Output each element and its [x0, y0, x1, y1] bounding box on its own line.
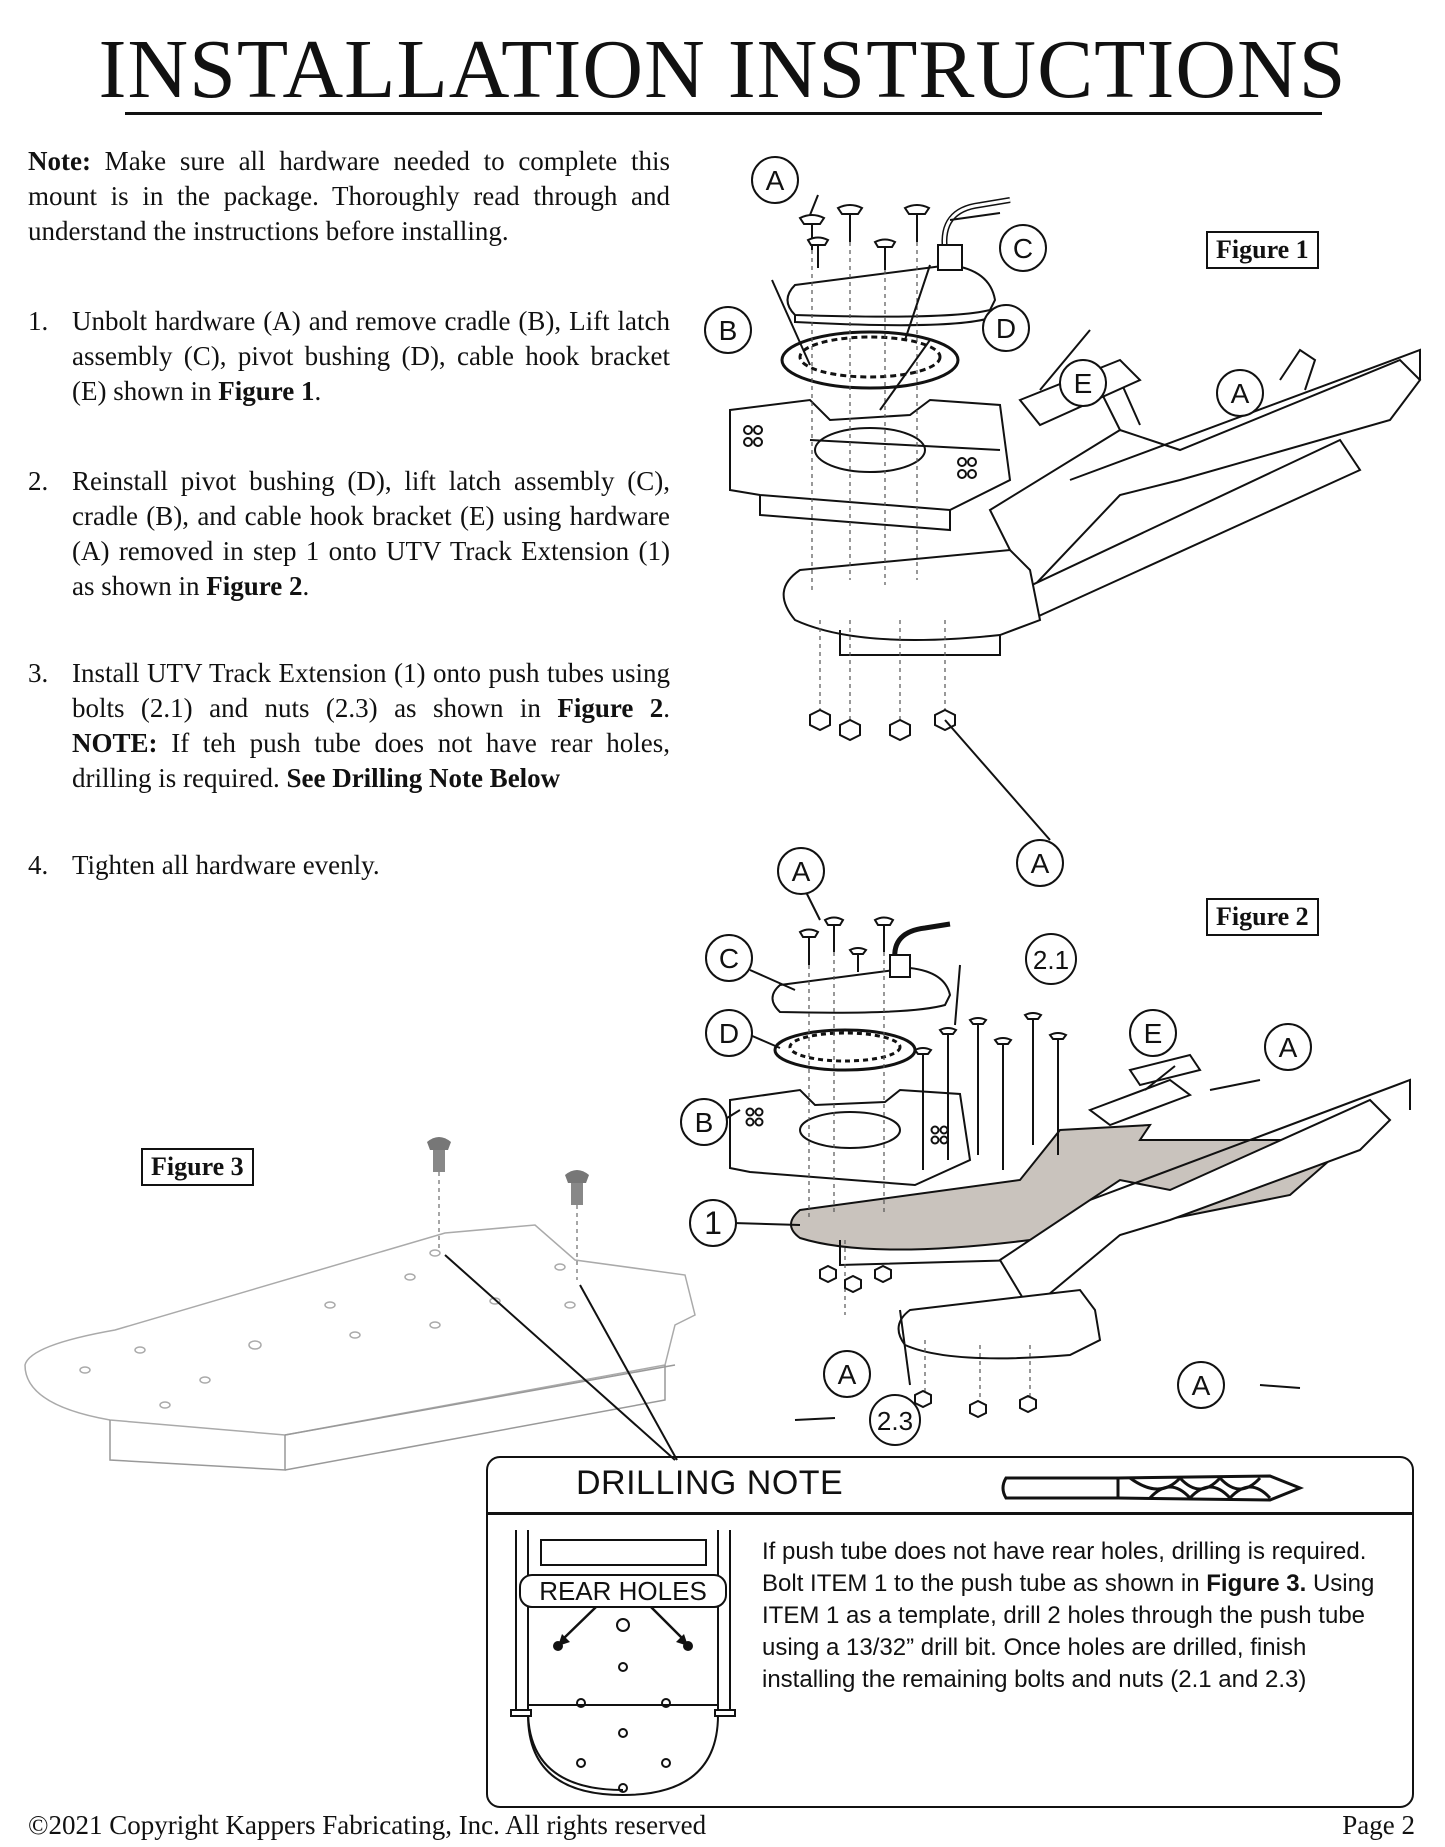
step-3: 3. Install UTV Track Extension (1) onto … — [28, 656, 670, 796]
figure-2-label: Figure 2 — [1206, 898, 1319, 936]
step-text: . — [663, 693, 670, 723]
title-underline — [125, 112, 1322, 115]
figure-ref: Figure 1 — [218, 376, 315, 406]
drilling-note-title: DRILLING NOTE — [576, 1464, 844, 1502]
callout-label: B — [719, 315, 738, 346]
callout-label: E — [1074, 368, 1093, 399]
copyright-notice: ©2021 Copyright Kappers Fabricating, Inc… — [28, 1810, 707, 1840]
callout-label: E — [1144, 1018, 1163, 1049]
drilling-note-ref: See Drilling Note Below — [286, 763, 561, 793]
step-2: 2. Reinstall pivot bushing (D), lift lat… — [28, 464, 670, 604]
callout-label: 2.3 — [877, 1406, 913, 1436]
step-4: 4. Tighten all hardware evenly. — [28, 848, 670, 883]
drilling-note-text-part: Using ITEM 1 as a template, drill 2 hole… — [762, 1570, 1375, 1693]
step-text: . — [302, 571, 310, 601]
page-title: INSTALLATION INSTRUCTIONS — [98, 23, 1347, 116]
callout-label: B — [695, 1107, 714, 1138]
step-text: Tighten all hardware evenly. — [72, 850, 380, 880]
figure-2-callouts — [680, 847, 1312, 1446]
figure-ref: Figure 2 — [557, 693, 664, 723]
page-number: Page 2 — [1342, 1810, 1415, 1840]
rear-holes-label: REAR HOLES — [539, 1576, 707, 1606]
step-number: 1. — [28, 306, 49, 336]
callout-label: A — [766, 165, 785, 196]
callout-label: D — [719, 1018, 739, 1049]
step-1: 1. Unbolt hardware (A) and remove cradle… — [28, 304, 670, 409]
drilling-note-divider — [488, 1512, 1412, 1515]
figure-3-label: Figure 3 — [141, 1148, 254, 1186]
intro-note-label: Note: — [28, 146, 91, 176]
step-text: If teh push tube does not have rear hole… — [72, 728, 670, 793]
step-number: 4. — [28, 850, 49, 880]
callout-label: D — [996, 313, 1016, 344]
callout-label: 1 — [704, 1205, 722, 1241]
step-text: Unbolt hardware (A) and remove cradle (B… — [72, 306, 670, 406]
callout-label: A — [1031, 848, 1050, 879]
callout-label: A — [1279, 1032, 1298, 1063]
callout-label: A — [792, 856, 811, 887]
step-number: 3. — [28, 658, 49, 688]
intro-note-text: Make sure all hardware needed to complet… — [28, 146, 670, 246]
figure-1-diagram: A C B D E A A — [704, 156, 1422, 887]
callout-label: A — [838, 1359, 857, 1390]
bolt-group — [798, 204, 931, 270]
step-number: 2. — [28, 466, 49, 496]
intro-note: Note: Make sure all hardware needed to c… — [28, 144, 670, 249]
figure-ref: Figure 2 — [206, 571, 303, 601]
drilling-note-figure-ref: Figure 3. — [1206, 1570, 1307, 1597]
drilling-note-text-part: If push tube does not have rear holes, d… — [762, 1538, 1367, 1597]
figure-3-diagram — [24, 1137, 696, 1471]
drilling-note-text: If push tube does not have rear holes, d… — [762, 1536, 1392, 1696]
drilling-note-box: DRILLING NOTE — [486, 1456, 1414, 1808]
note-label: NOTE: — [72, 728, 158, 758]
rear-holes-diagram: REAR HOLES — [510, 1530, 736, 1797]
step-text: Install UTV Track Extension (1) onto pus… — [72, 658, 670, 723]
callout-label: A — [1192, 1370, 1211, 1401]
step-text: . — [314, 376, 322, 406]
figure-1-callouts — [704, 156, 1264, 887]
callout-label: C — [719, 943, 739, 974]
callout-label: C — [1013, 233, 1033, 264]
drill-bit-icon — [1001, 1474, 1305, 1502]
figure-2-diagram: A C 2.1 D E A B 1 A A 2.3 — [680, 847, 1411, 1446]
figure-1-label: Figure 1 — [1206, 231, 1319, 269]
callout-label: A — [1231, 378, 1250, 409]
step-text: Reinstall pivot bushing (D), lift latch … — [72, 466, 670, 601]
callout-label: 2.1 — [1033, 945, 1069, 975]
